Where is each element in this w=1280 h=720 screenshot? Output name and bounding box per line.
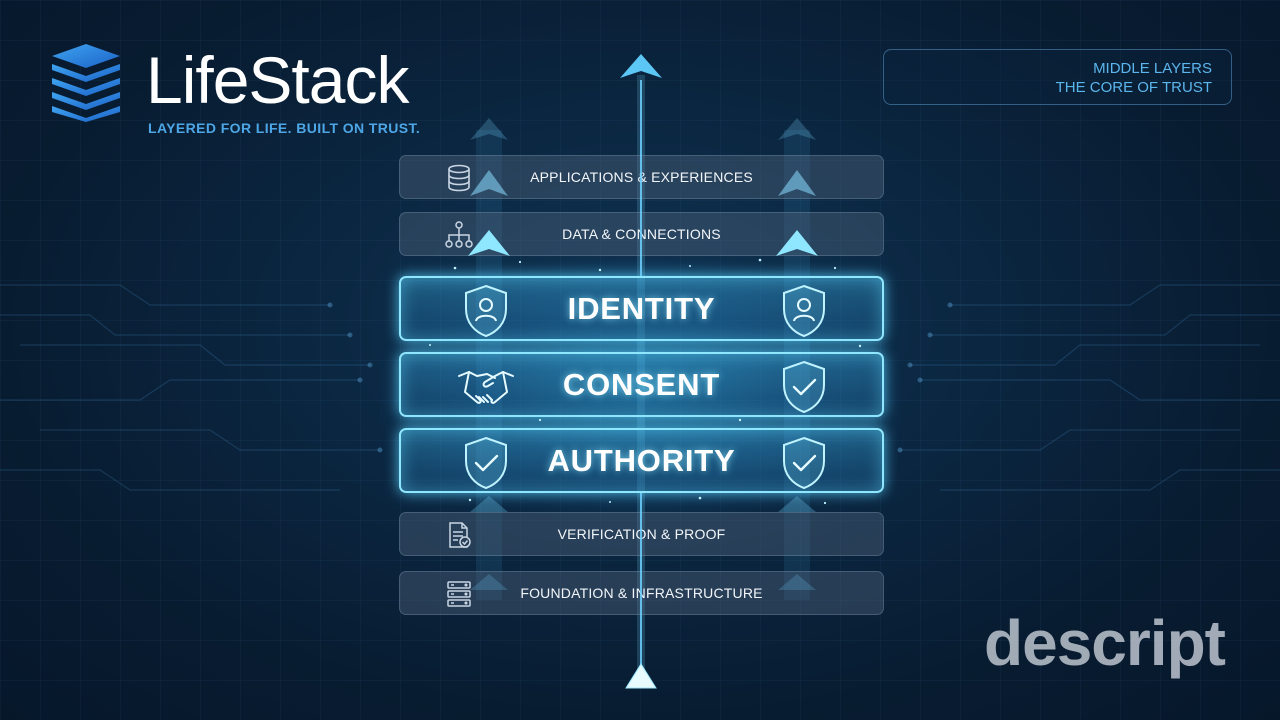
database-icon	[448, 164, 470, 192]
layer-applications[interactable]: APPLICATIONS & EXPERIENCES	[399, 155, 884, 199]
shield-user-icon	[465, 284, 507, 338]
descript-watermark: descript	[984, 607, 1226, 679]
layer-label: FOUNDATION & INFRASTRUCTURE	[520, 585, 763, 601]
layer-identity[interactable]: IDENTITY	[399, 276, 884, 341]
shield-check-icon	[465, 436, 507, 490]
shield-user-icon	[783, 284, 825, 338]
layer-data-connections[interactable]: DATA & CONNECTIONS	[399, 212, 884, 256]
shield-check-icon	[783, 360, 825, 414]
brand-tagline: LAYERED FOR LIFE. BUILT ON TRUST.	[148, 120, 421, 136]
brand-name: LifeStack	[146, 43, 409, 117]
layer-label: CONSENT	[562, 367, 721, 402]
server-rack-icon	[447, 581, 471, 607]
layer-verification[interactable]: VERIFICATION & PROOF	[399, 512, 884, 556]
badge-subtitle: THE CORE OF TRUST	[1055, 79, 1212, 96]
shield-check-icon	[783, 436, 825, 490]
layer-label: IDENTITY	[567, 291, 716, 326]
layer-label: DATA & CONNECTIONS	[562, 226, 721, 242]
layer-consent[interactable]: CONSENT	[399, 352, 884, 417]
section-badge: MIDDLE LAYERS THE CORE OF TRUST	[883, 49, 1232, 105]
stacked-layers-icon	[52, 44, 120, 122]
badge-title: MIDDLE LAYERS	[1093, 60, 1212, 77]
layer-authority[interactable]: AUTHORITY	[399, 428, 884, 493]
layer-label: VERIFICATION & PROOF	[557, 526, 726, 542]
layer-label: AUTHORITY	[547, 443, 736, 478]
layer-label: APPLICATIONS & EXPERIENCES	[530, 169, 753, 185]
document-check-icon	[449, 522, 471, 548]
layer-foundation[interactable]: FOUNDATION & INFRASTRUCTURE	[399, 571, 884, 615]
